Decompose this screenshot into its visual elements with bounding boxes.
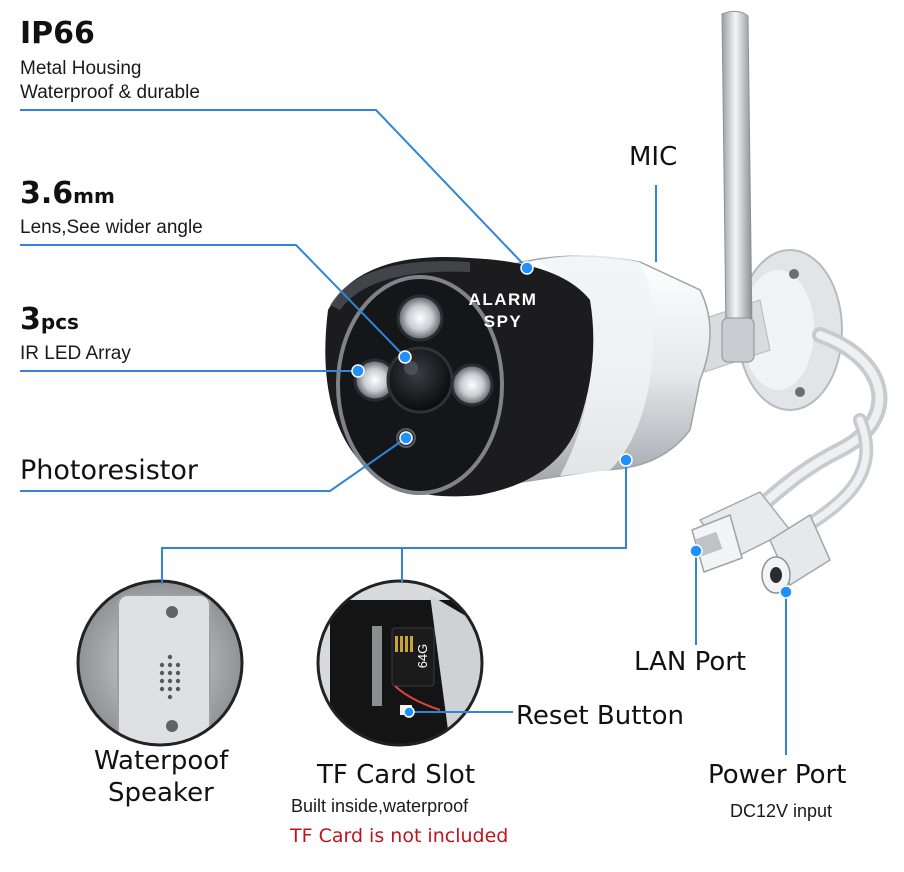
lan-dot	[689, 544, 703, 558]
lens-spec: 3.6mm	[20, 176, 115, 211]
photoresistor-title: Photoresistor	[20, 455, 198, 486]
ip66-title: IP66	[20, 16, 95, 51]
antenna	[721, 10, 755, 363]
ip66-dot	[520, 261, 534, 275]
brand-line1: ALARM	[469, 290, 538, 309]
ir-led-array	[353, 294, 494, 407]
cables	[742, 327, 888, 537]
tf-card-detail-circle: 64G	[316, 579, 484, 747]
lens-value: 3.6	[20, 176, 74, 211]
ir-dot	[351, 364, 365, 378]
lens-desc: Lens,See wider angle	[20, 217, 203, 238]
lan-connector	[691, 491, 792, 573]
lens-unit: mm	[73, 184, 115, 208]
lens-dot	[398, 350, 412, 364]
leader-lines	[20, 109, 787, 755]
wall-mount	[699, 249, 843, 411]
brand-line2: SPY	[484, 312, 523, 331]
mic-title: MIC	[629, 142, 678, 172]
photoresistor-leader	[20, 437, 407, 492]
marker-dots	[351, 261, 793, 718]
power-title: Power Port	[708, 760, 847, 790]
sd-card-label: 64G	[415, 644, 430, 669]
speaker-detail-circle	[76, 579, 244, 747]
speaker-line2: Speaker	[108, 778, 214, 808]
ir-spec: 3pcs	[20, 302, 79, 337]
ir-unit: pcs	[40, 310, 79, 334]
bracket-leader	[161, 460, 627, 584]
bracket-dot	[619, 453, 633, 467]
power-connector	[761, 513, 831, 594]
tfcard-desc: Built inside,waterproof	[291, 796, 469, 816]
reset-title: Reset Button	[516, 701, 684, 731]
power-dot	[779, 585, 793, 599]
photoresistor-dot	[399, 431, 413, 445]
tfcard-note: TF Card is not included	[290, 825, 509, 847]
ip66-leader	[20, 109, 528, 269]
tfcard-title: TF Card Slot	[317, 760, 476, 790]
lan-title: LAN Port	[634, 647, 747, 677]
reset-dot	[403, 706, 415, 718]
ir-desc: IR LED Array	[20, 343, 131, 364]
ir-value: 3	[20, 302, 41, 337]
ip66-line2: Waterproof & durable	[20, 82, 200, 103]
brand-logo: ALARM SPY	[469, 290, 538, 331]
lens-leader	[20, 244, 406, 358]
camera-lens	[386, 346, 454, 414]
power-desc: DC12V input	[730, 801, 833, 821]
ip66-line1: Metal Housing	[20, 58, 142, 79]
speaker-line1: Waterpoof	[94, 746, 229, 776]
